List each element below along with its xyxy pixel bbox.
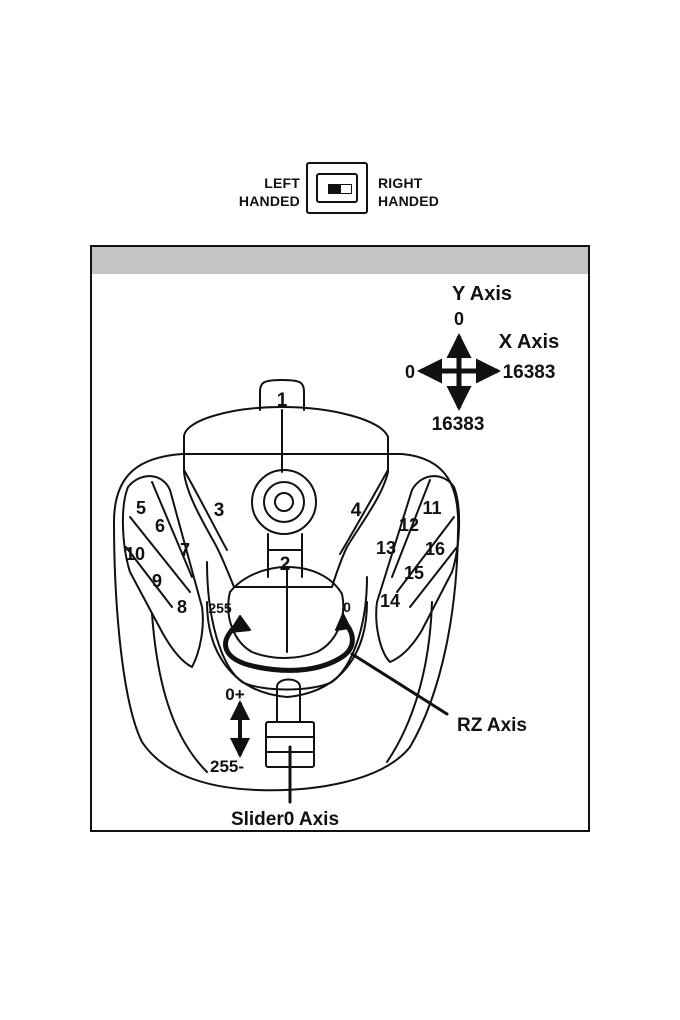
slider-axis-bottom: 255- (210, 757, 244, 776)
switch-knob[interactable] (329, 185, 341, 193)
left-label-line1: LEFT (222, 174, 300, 192)
palm-rest (228, 567, 343, 658)
rz-callout-line (352, 654, 447, 714)
right-handed-label: RIGHT HANDED (378, 174, 468, 210)
handedness-switch[interactable] (306, 162, 368, 214)
y-axis-min: 0 (454, 309, 464, 329)
rz-axis-max: 0 (343, 599, 351, 615)
base-inner-line (152, 614, 207, 772)
button-label-7: 7 (180, 540, 190, 560)
y-axis-max: 16383 (432, 414, 485, 435)
hat-switch-outer (252, 470, 316, 534)
button-label-11: 11 (422, 498, 441, 518)
button-label-16: 16 (425, 539, 445, 559)
x-axis-max: 16383 (503, 362, 556, 383)
joystick-diagram-panel: Y Axis 0 X Axis 0 16383 16383 255 0 RZ A… (90, 245, 590, 832)
button-label-15: 15 (404, 563, 424, 583)
left-button-cluster (123, 476, 203, 667)
left-label-line2: HANDED (222, 192, 300, 210)
switch-frame (316, 173, 358, 203)
slider-axis-title: Slider0 Axis (231, 809, 339, 830)
button-label-5: 5 (136, 498, 146, 518)
x-axis-min: 0 (405, 362, 415, 382)
button-label-10: 10 (125, 544, 145, 564)
switch-track (328, 184, 352, 194)
x-axis-title: X Axis (499, 331, 559, 353)
button-label-6: 6 (155, 516, 165, 536)
y-axis-title: Y Axis (452, 283, 512, 305)
button-label-4: 4 (351, 500, 362, 521)
left-handed-label: LEFT HANDED (222, 174, 300, 210)
button-label-3: 3 (214, 500, 225, 521)
button-label-12: 12 (399, 515, 419, 535)
right-label-line2: HANDED (378, 192, 468, 210)
button-label-8: 8 (177, 597, 187, 617)
button-label-2: 2 (280, 554, 291, 575)
rz-axis-title: RZ Axis (457, 715, 527, 736)
joystick-diagram: Y Axis 0 X Axis 0 16383 16383 255 0 RZ A… (92, 247, 588, 830)
slider-track (277, 680, 300, 723)
right-label-line1: RIGHT (378, 174, 468, 192)
hat-switch-inner (264, 482, 304, 522)
button-label-14: 14 (380, 591, 400, 611)
button-label-9: 9 (152, 571, 162, 591)
rz-axis-min: 255 (208, 600, 232, 616)
button-label-1: 1 (277, 390, 288, 411)
button-label-13: 13 (376, 538, 396, 558)
slider-axis-top: 0+ (225, 685, 244, 704)
